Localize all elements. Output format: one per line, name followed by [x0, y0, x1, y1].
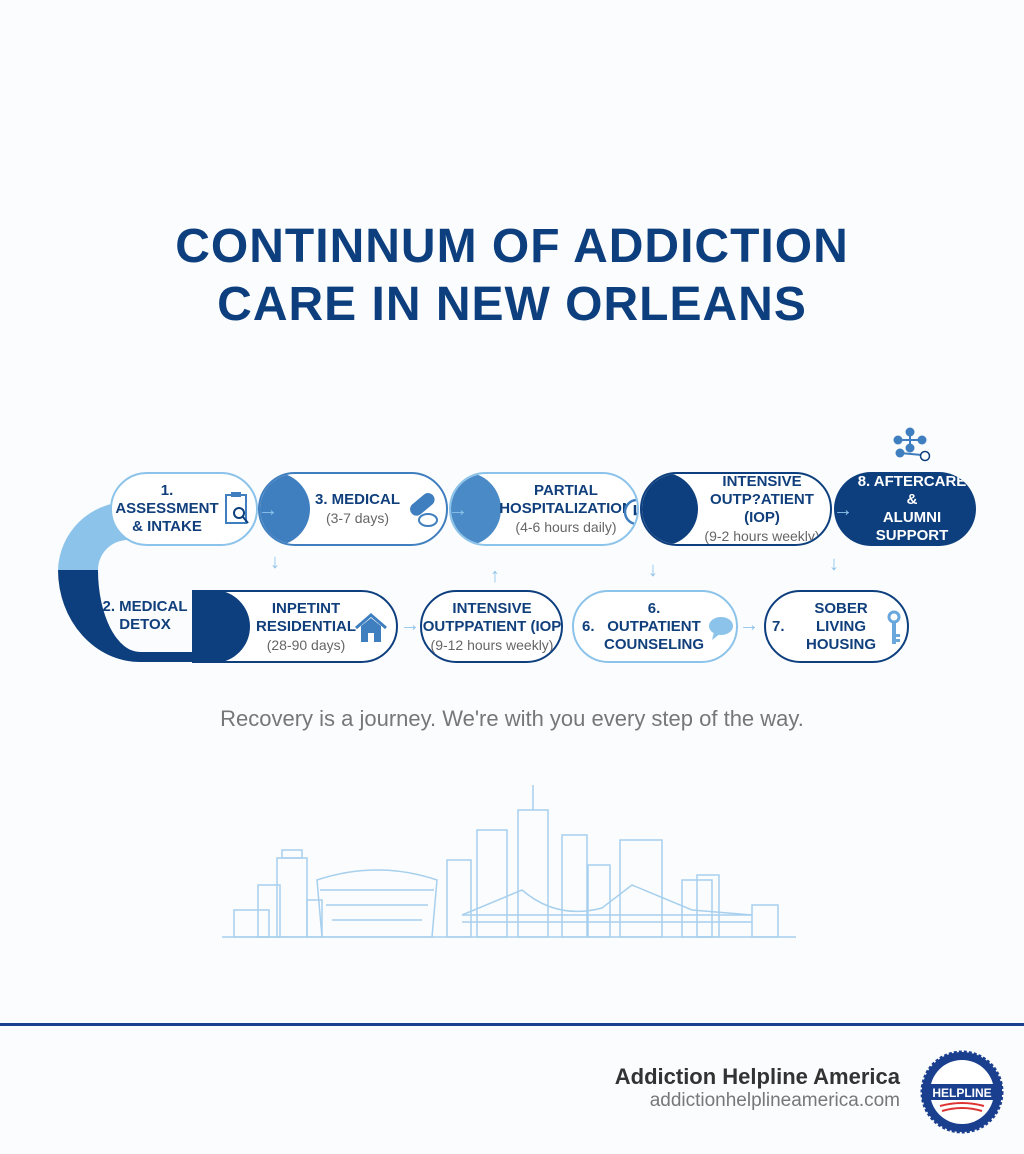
speech-bubble-icon	[709, 617, 733, 640]
step-duration: (28-90 days)	[266, 636, 346, 653]
step-title: OUTP?ATIENT (IOP)	[710, 491, 814, 526]
step-title: SUPPORT	[875, 527, 949, 544]
step-title: PARTIAL	[534, 482, 598, 499]
clock-icon	[623, 498, 637, 526]
arrow-right: →	[448, 499, 468, 521]
arrow-right: →	[833, 499, 853, 521]
title-line-1: CONTINNUM OF ADDICTION	[175, 220, 849, 273]
step-title: HOUSING	[805, 635, 876, 653]
network-icon	[893, 427, 931, 462]
brand-name: Addiction Helpline America	[614, 1064, 900, 1089]
arrow-right: →	[258, 499, 278, 521]
tagline: Recovery is a journey. We're with you ev…	[220, 706, 804, 731]
step-title: RESIDENTIAL	[256, 617, 357, 635]
arrow-down: ↓	[270, 551, 280, 573]
step-number: 6.	[582, 618, 595, 635]
helpline-seal-logo: HELPLINE	[920, 1050, 1004, 1134]
step-title: 3. MEDICAL	[314, 491, 400, 508]
step-duration: (4-6 hours daily)	[515, 519, 617, 535]
svg-text:HELPLINE: HELPLINE	[932, 1086, 991, 1100]
step-medical[interactable]: 3. MEDICAL (3-7 days)	[258, 472, 448, 546]
footer-divider	[0, 1023, 1024, 1026]
step-title: INTENSIVE	[722, 473, 802, 490]
brand-url[interactable]: addictionhelplineamerica.com	[649, 1090, 900, 1111]
step-duration: (9-12 hours weekly)	[430, 636, 554, 653]
step-title: HOSPITALIZATION	[499, 500, 633, 517]
arrow-down: ↓	[648, 559, 658, 581]
step-duration: (9-2 hours weekly)	[704, 528, 820, 544]
house-icon	[355, 613, 387, 642]
step-title: 8. AFTERCARE &	[857, 473, 967, 508]
step-number: 7.	[772, 618, 785, 635]
step-title: INPETINT	[271, 599, 341, 617]
arrow-right: →	[739, 614, 759, 636]
page-title: CONTINNUM OF ADDICTION CARE IN NEW ORLEA…	[0, 218, 1024, 334]
step-title: ALUMNI	[882, 509, 942, 526]
title-line-2: CARE IN NEW ORLEANS	[217, 278, 807, 331]
step-title: OUTPPATIENT (IOP	[422, 617, 562, 635]
arrow-down: ↓	[829, 553, 839, 575]
arrow-up: ↑	[490, 565, 500, 587]
step-duration: (3-7 days)	[325, 510, 390, 526]
footer-brand: Addiction Helpline America addictionhelp…	[615, 1064, 900, 1112]
step-title: DETOX	[119, 616, 171, 633]
pill-icon	[410, 493, 438, 527]
step-title: & INTAKE	[132, 518, 202, 535]
new-orleans-skyline-illustration	[222, 785, 796, 938]
clipboard-search-icon	[225, 492, 249, 524]
step-assessment-intake[interactable]: 1. ASSESSMENT& INTAKE	[110, 472, 258, 546]
step-title: COUNSELING	[604, 635, 705, 653]
step-title: 6. OUTPATIENT	[607, 599, 701, 635]
step-title: SOBER LIVING	[814, 599, 868, 635]
arrow-right: →	[400, 614, 420, 636]
key-icon	[887, 610, 901, 644]
step-title: INTENSIVE	[452, 599, 532, 617]
step-title: 1. ASSESSMENT	[115, 482, 219, 517]
step-title: 2. MEDICAL	[102, 598, 188, 615]
